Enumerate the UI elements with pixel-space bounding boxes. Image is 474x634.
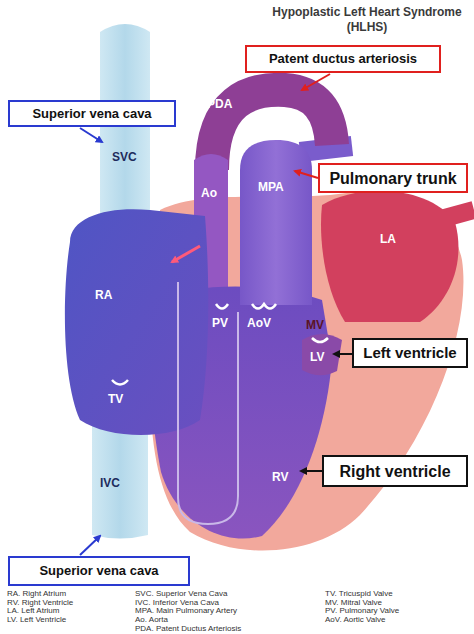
part-label: MPA — [258, 180, 284, 194]
abbreviation-key: RV. Right Ventricle — [7, 599, 73, 608]
abbreviation-key: RA. Right Atrium — [7, 590, 66, 599]
leader-arrow — [80, 128, 102, 142]
part-label: RA — [95, 288, 112, 302]
leader-arrow — [302, 74, 330, 90]
part-label: SVC — [112, 150, 137, 164]
leader-arrow — [334, 353, 352, 355]
callout-box: Superior vena cava — [8, 556, 190, 586]
callout-label: Right ventricle — [339, 462, 450, 481]
part-label: TV — [108, 392, 123, 406]
abbreviation-key: PDA. Patent Ductus Arteriosis — [135, 625, 241, 634]
left-atrium — [321, 191, 458, 322]
callout-label: Pulmonary trunk — [329, 169, 456, 188]
right-atrium — [65, 209, 208, 435]
callout-box: Patent ductus arteriosis — [245, 45, 441, 73]
callout-box: Right ventricle — [322, 455, 468, 487]
abbreviation-key: LA. Left Atrium — [7, 607, 59, 616]
callout-box: Left ventricle — [352, 338, 468, 368]
pulmonary-artery-branch — [300, 146, 352, 152]
part-label: LV — [310, 350, 324, 364]
flow-arrow — [172, 246, 200, 262]
part-label: Ao — [201, 186, 217, 200]
callout-box: Pulmonary trunk — [318, 163, 468, 193]
part-label: LA — [380, 232, 396, 246]
abbreviation-key: SVC. Superior Vena Cava — [135, 590, 228, 599]
part-label: RV — [272, 470, 288, 484]
pulmonary-valve — [216, 304, 228, 309]
callout-label: Superior vena cava — [39, 563, 158, 579]
abbreviation-key: IVC. Inferior Vena Cava — [135, 599, 219, 608]
leader-arrow — [80, 536, 100, 555]
main-pulmonary-artery — [240, 140, 312, 305]
callout-box: Superior vena cava — [8, 100, 176, 127]
callout-label: Left ventricle — [363, 344, 456, 362]
leader-arrow — [295, 171, 318, 178]
leader-arrow — [301, 470, 322, 472]
part-label: PDA — [207, 97, 232, 111]
abbreviation-key: AoV. Aortic Valve — [325, 616, 385, 625]
aortic-valve — [252, 304, 276, 309]
septum-outline — [178, 282, 238, 524]
abbreviation-key: MPA. Main Pulmonary Artery — [135, 607, 237, 616]
part-label: PV — [212, 316, 228, 330]
abbreviation-key: LV. Left Ventricle — [7, 616, 66, 625]
callout-label: Patent ductus arteriosis — [269, 51, 417, 67]
part-label: MV — [306, 318, 324, 332]
callout-label: Superior vena cava — [32, 106, 151, 122]
part-label: AoV — [247, 316, 271, 330]
diagram-title: Hypoplastic Left Heart Syndrome (HLHS) — [262, 5, 472, 35]
part-label: IVC — [100, 476, 120, 490]
abbreviation-key: Ao. Aorta — [135, 616, 168, 625]
mitral-valve — [312, 338, 328, 342]
abbreviation-key: PV. Pulmonary Valve — [325, 607, 399, 616]
abbreviation-key: MV. Mitral Valve — [325, 599, 382, 608]
tricuspid-valve — [112, 380, 128, 385]
abbreviation-key: TV. Tricuspid Valve — [325, 590, 393, 599]
